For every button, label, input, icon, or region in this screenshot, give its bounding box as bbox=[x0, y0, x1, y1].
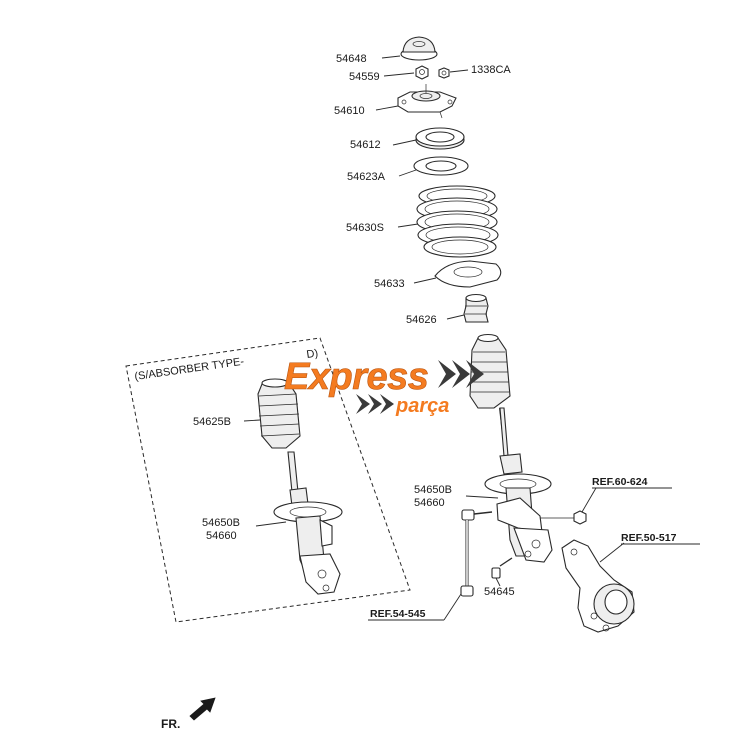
part-54610-mount bbox=[397, 84, 457, 119]
label-54633: 54633 bbox=[374, 278, 405, 290]
variant-title: (S/ABSORBER TYPE- bbox=[134, 356, 245, 383]
label-54645: 54645 bbox=[484, 586, 515, 598]
part-1338ca-nut bbox=[438, 67, 450, 79]
variant-box bbox=[125, 337, 411, 623]
label-54623a: 54623A bbox=[347, 171, 386, 183]
label-54610: 54610 bbox=[334, 105, 365, 117]
part-54623a-seat bbox=[413, 156, 469, 176]
part-54626-bumpstop bbox=[463, 293, 489, 323]
front-label: FR. bbox=[161, 717, 180, 731]
part-strut-left bbox=[273, 451, 343, 595]
part-54645-bolt bbox=[491, 557, 513, 579]
label-54559: 54559 bbox=[349, 71, 380, 83]
variant-title-end: D) bbox=[306, 347, 319, 360]
label-54630s: 54630S bbox=[346, 222, 384, 234]
label-54648: 54648 bbox=[336, 53, 367, 65]
strut-rod-right-body bbox=[499, 407, 509, 457]
label-54612: 54612 bbox=[350, 139, 381, 151]
part-54630s-spring bbox=[416, 185, 499, 258]
label-54660-right: 54660 bbox=[414, 497, 445, 509]
part-54612-bearing bbox=[415, 127, 465, 150]
label-54650b-left: 54650B bbox=[202, 517, 240, 529]
part-strut-right bbox=[484, 453, 584, 563]
label-1338ca: 1338CA bbox=[471, 64, 511, 76]
label-54650b-right: 54650B bbox=[414, 484, 452, 496]
front-arrow-icon bbox=[189, 697, 216, 721]
label-54660-left: 54660 bbox=[206, 530, 237, 542]
label-54626: 54626 bbox=[406, 314, 437, 326]
part-dust-boot-right bbox=[469, 333, 511, 409]
part-54625b-boot bbox=[257, 378, 301, 449]
part-54633-pad bbox=[434, 260, 502, 288]
watermark-logo bbox=[356, 360, 484, 414]
watermark-brand-text: Express bbox=[284, 356, 428, 398]
part-stabilizer-link bbox=[460, 509, 493, 597]
part-steering-knuckle bbox=[561, 539, 635, 633]
watermark-sub-text: parça bbox=[395, 395, 449, 417]
label-ref-50-517: REF.50-517 bbox=[621, 532, 677, 544]
label-ref-54-545: REF.54-545 bbox=[370, 608, 426, 620]
label-ref-60-624: REF.60-624 bbox=[592, 476, 648, 488]
part-stabilizer-nut bbox=[573, 510, 587, 525]
part-54559-nut bbox=[415, 65, 429, 80]
label-54625b: 54625B bbox=[193, 416, 231, 428]
part-54648-cap bbox=[400, 36, 438, 61]
